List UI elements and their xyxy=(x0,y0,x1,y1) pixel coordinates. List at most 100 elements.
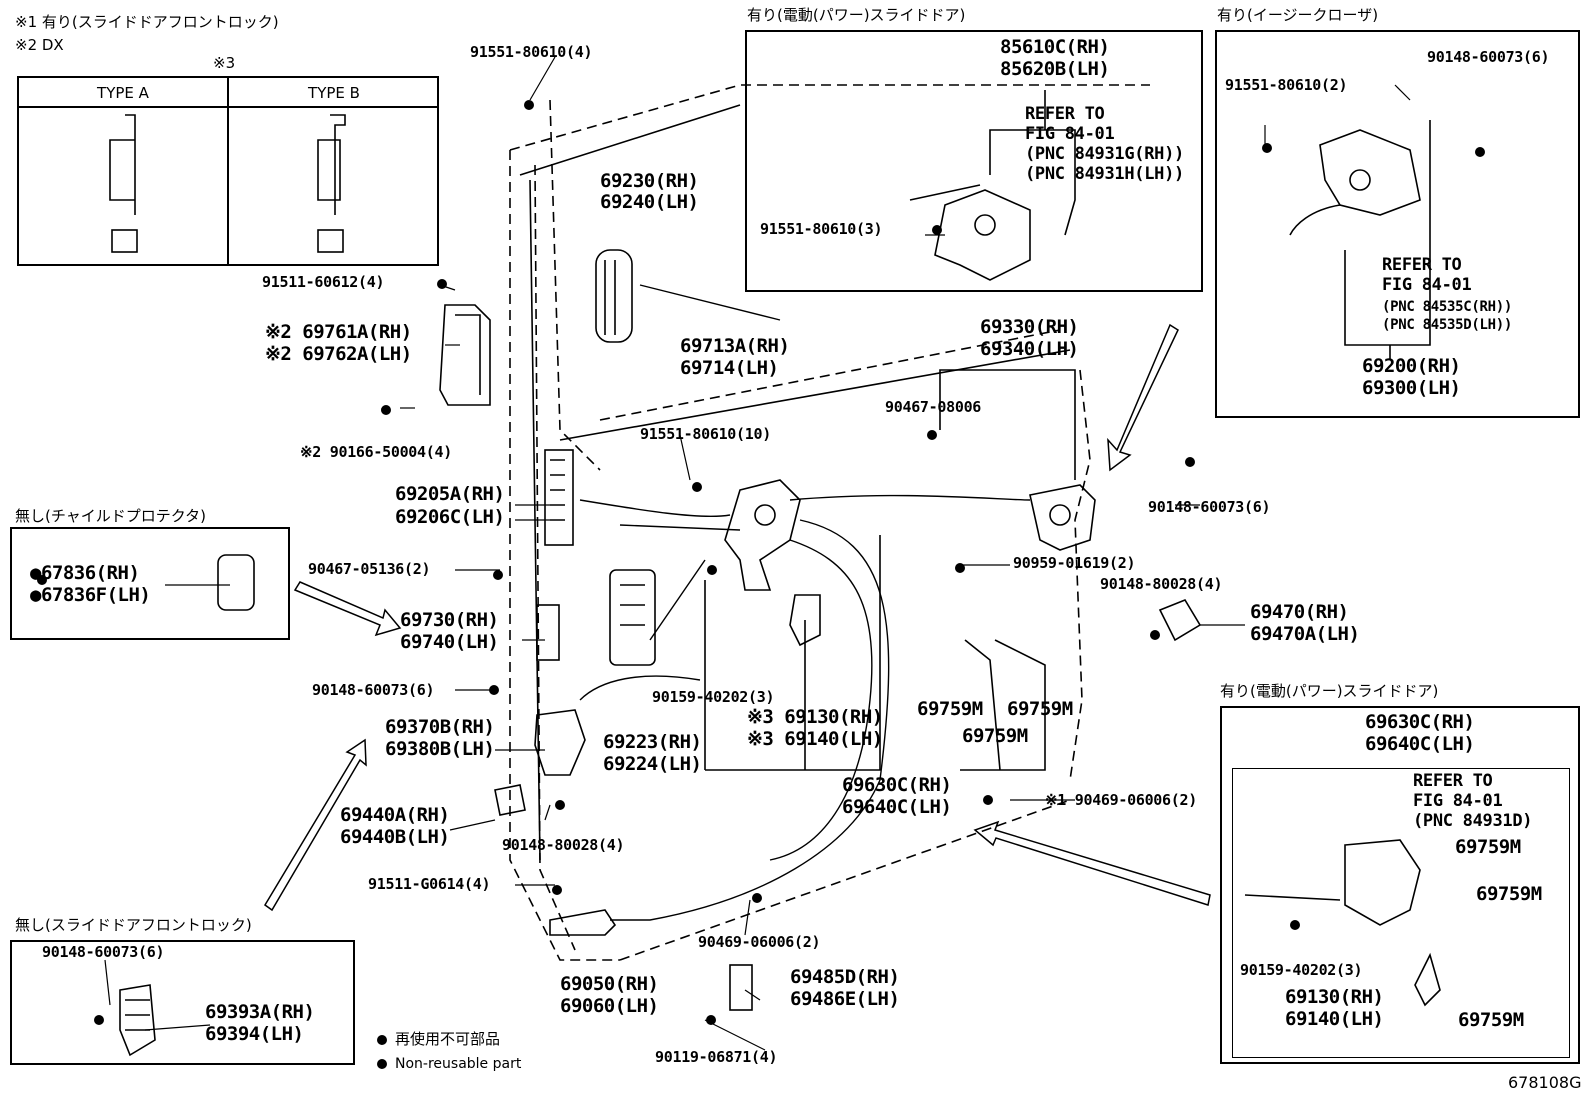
child-protector-box xyxy=(10,527,290,640)
child-dot xyxy=(37,575,47,585)
child-protector-title: 無し(チャイルドプロテクタ) xyxy=(15,507,206,525)
easy-closer-unit xyxy=(1289,129,1421,236)
legend-jp: 再使用不可部品 xyxy=(395,1030,501,1048)
part-69761: ※2 69761A(RH) xyxy=(265,321,412,343)
note-2: ※2 DX xyxy=(15,36,64,54)
no-front-lock-title: 無し(スライドドアフロントロック) xyxy=(15,916,252,934)
part-b-69630: 69630C(RH) xyxy=(1365,711,1475,733)
bracket-69130 xyxy=(704,535,881,771)
part-69759m-c: 69759M xyxy=(962,725,1028,747)
part-91551-top: 91551-80610(4) xyxy=(470,43,593,61)
child-protector-67836 xyxy=(217,554,255,611)
part-90148-l: 90148-60073(6) xyxy=(312,681,435,699)
part-69060: 69060(LH) xyxy=(560,995,659,1017)
part-b-69640: 69640C(LH) xyxy=(1365,733,1475,755)
part-69440a: 69440A(RH) xyxy=(340,804,450,826)
actuator-69130 xyxy=(789,594,821,647)
part-b-69759m-2: 69759M xyxy=(1476,883,1542,905)
part-69200: 69200(RH) xyxy=(1362,355,1461,377)
type-b-header: TYPE B xyxy=(308,84,360,102)
part-69205: 69205A(RH) xyxy=(395,483,505,505)
part-90148-ec: 90148-60073(6) xyxy=(1427,48,1550,66)
ec-refer: REFER TO xyxy=(1382,255,1462,275)
part-90159: 90159-40202(3) xyxy=(652,688,775,706)
power-top-title: 有り(電動(パワー)スライドドア) xyxy=(747,6,966,24)
leader-lines xyxy=(104,56,1411,1051)
part-69714: 69714(LH) xyxy=(680,357,779,379)
part-69394: 69394(LH) xyxy=(205,1023,304,1045)
type-b-drawing xyxy=(317,114,346,253)
type-a-drawing xyxy=(109,114,138,253)
part-69206: 69206C(LH) xyxy=(395,506,505,528)
striker-69440 xyxy=(494,784,526,816)
type-table-box: TYPE A TYPE B xyxy=(17,76,439,266)
top-fig: FIG 84-01 xyxy=(1025,124,1115,144)
legend-dot-jp xyxy=(377,1035,387,1045)
type-a-header: TYPE A xyxy=(97,84,149,102)
part-90119: 90119-06871(4) xyxy=(655,1048,778,1066)
part-69730: 69730(RH) xyxy=(400,609,499,631)
part-69300: 69300(LH) xyxy=(1362,377,1461,399)
ec-pnc1: (PNC 84535C(RH)) xyxy=(1382,299,1513,315)
part-85610: 85610C(RH) xyxy=(1000,36,1110,58)
power-slide-door-box-top xyxy=(745,30,1203,292)
lock-main xyxy=(724,479,801,591)
part-69370: 69370B(RH) xyxy=(385,716,495,738)
part-69713: 69713A(RH) xyxy=(680,335,790,357)
part-69640: 69640C(LH) xyxy=(842,796,952,818)
direction-arrows xyxy=(264,323,1211,912)
lock-69730 xyxy=(536,604,560,661)
power-slide-door-box-bottom xyxy=(1220,706,1580,1064)
part-67836f: ●67836F(LH) xyxy=(30,584,151,606)
power-bottom-title: 有り(電動(パワー)スライドドア) xyxy=(1220,682,1439,700)
part-69224: 69224(LH) xyxy=(603,753,702,775)
bracket-69200 xyxy=(1344,120,1431,360)
part-69223: 69223(RH) xyxy=(603,731,702,753)
part-91551-3: 91551-80610(3) xyxy=(760,220,883,238)
legend-en: Non-reusable part xyxy=(395,1056,522,1072)
part-69440b: 69440B(LH) xyxy=(340,826,450,848)
part-b-69759m-1: 69759M xyxy=(1455,836,1521,858)
bot-pnc: (PNC 84931D) xyxy=(1413,811,1533,831)
part-85620: 85620B(LH) xyxy=(1000,58,1110,80)
part-90959: 90959-01619(2) xyxy=(1013,554,1136,572)
bot-fig: FIG 84-01 xyxy=(1413,791,1503,811)
part-b-90159: 90159-40202(3) xyxy=(1240,961,1363,979)
part-69630: 69630C(RH) xyxy=(842,774,952,796)
power-lock-bottom xyxy=(1244,839,1441,1007)
part-69470: 69470(RH) xyxy=(1250,601,1349,623)
lock-69370 xyxy=(534,709,586,776)
part-69240: 69240(LH) xyxy=(600,191,699,213)
top-pnc2: (PNC 84931H(LH)) xyxy=(1025,164,1184,184)
part-90148-80028-r: 90148-80028(4) xyxy=(1100,575,1223,593)
part-69130: ※3 69130(RH) xyxy=(747,706,883,728)
part-90469-b: 90469-06006(2) xyxy=(698,933,821,951)
figure-id: 678108G xyxy=(1508,1073,1582,1092)
top-refer: REFER TO xyxy=(1025,104,1105,124)
part-69140: ※3 69140(LH) xyxy=(747,728,883,750)
part-69486: 69486E(LH) xyxy=(790,988,900,1010)
part-90467-05136: 90467-05136(2) xyxy=(308,560,431,578)
part-b-69759m-3: 69759M xyxy=(1458,1009,1524,1031)
part-69340: 69340(LH) xyxy=(980,338,1079,360)
note-1: ※1 有り(スライドドアフロントロック) xyxy=(15,13,279,31)
garnish-69761 xyxy=(439,304,491,406)
part-69050: 69050(RH) xyxy=(560,973,659,995)
part-69230: 69230(RH) xyxy=(600,170,699,192)
part-b-69130: 69130(RH) xyxy=(1285,986,1384,1008)
power-slide-door-inner-box xyxy=(1232,768,1570,1058)
bracket-69759m xyxy=(960,639,1046,771)
door-outline xyxy=(509,84,1150,961)
handle-69050 xyxy=(549,909,617,936)
bracket-85610 xyxy=(989,90,1076,236)
part-90148-80028-b: 90148-80028(4) xyxy=(502,836,625,854)
bot-refer: REFER TO xyxy=(1413,771,1493,791)
part-91551-2: 91551-80610(2) xyxy=(1225,76,1348,94)
part-90148-r: 90148-60073(6) xyxy=(1148,498,1271,516)
part-69485: 69485D(RH) xyxy=(790,966,900,988)
part-b-69140: 69140(LH) xyxy=(1285,1008,1384,1030)
bracket-69223 xyxy=(609,569,656,666)
part-90467-08006: 90467-08006 xyxy=(885,398,982,416)
